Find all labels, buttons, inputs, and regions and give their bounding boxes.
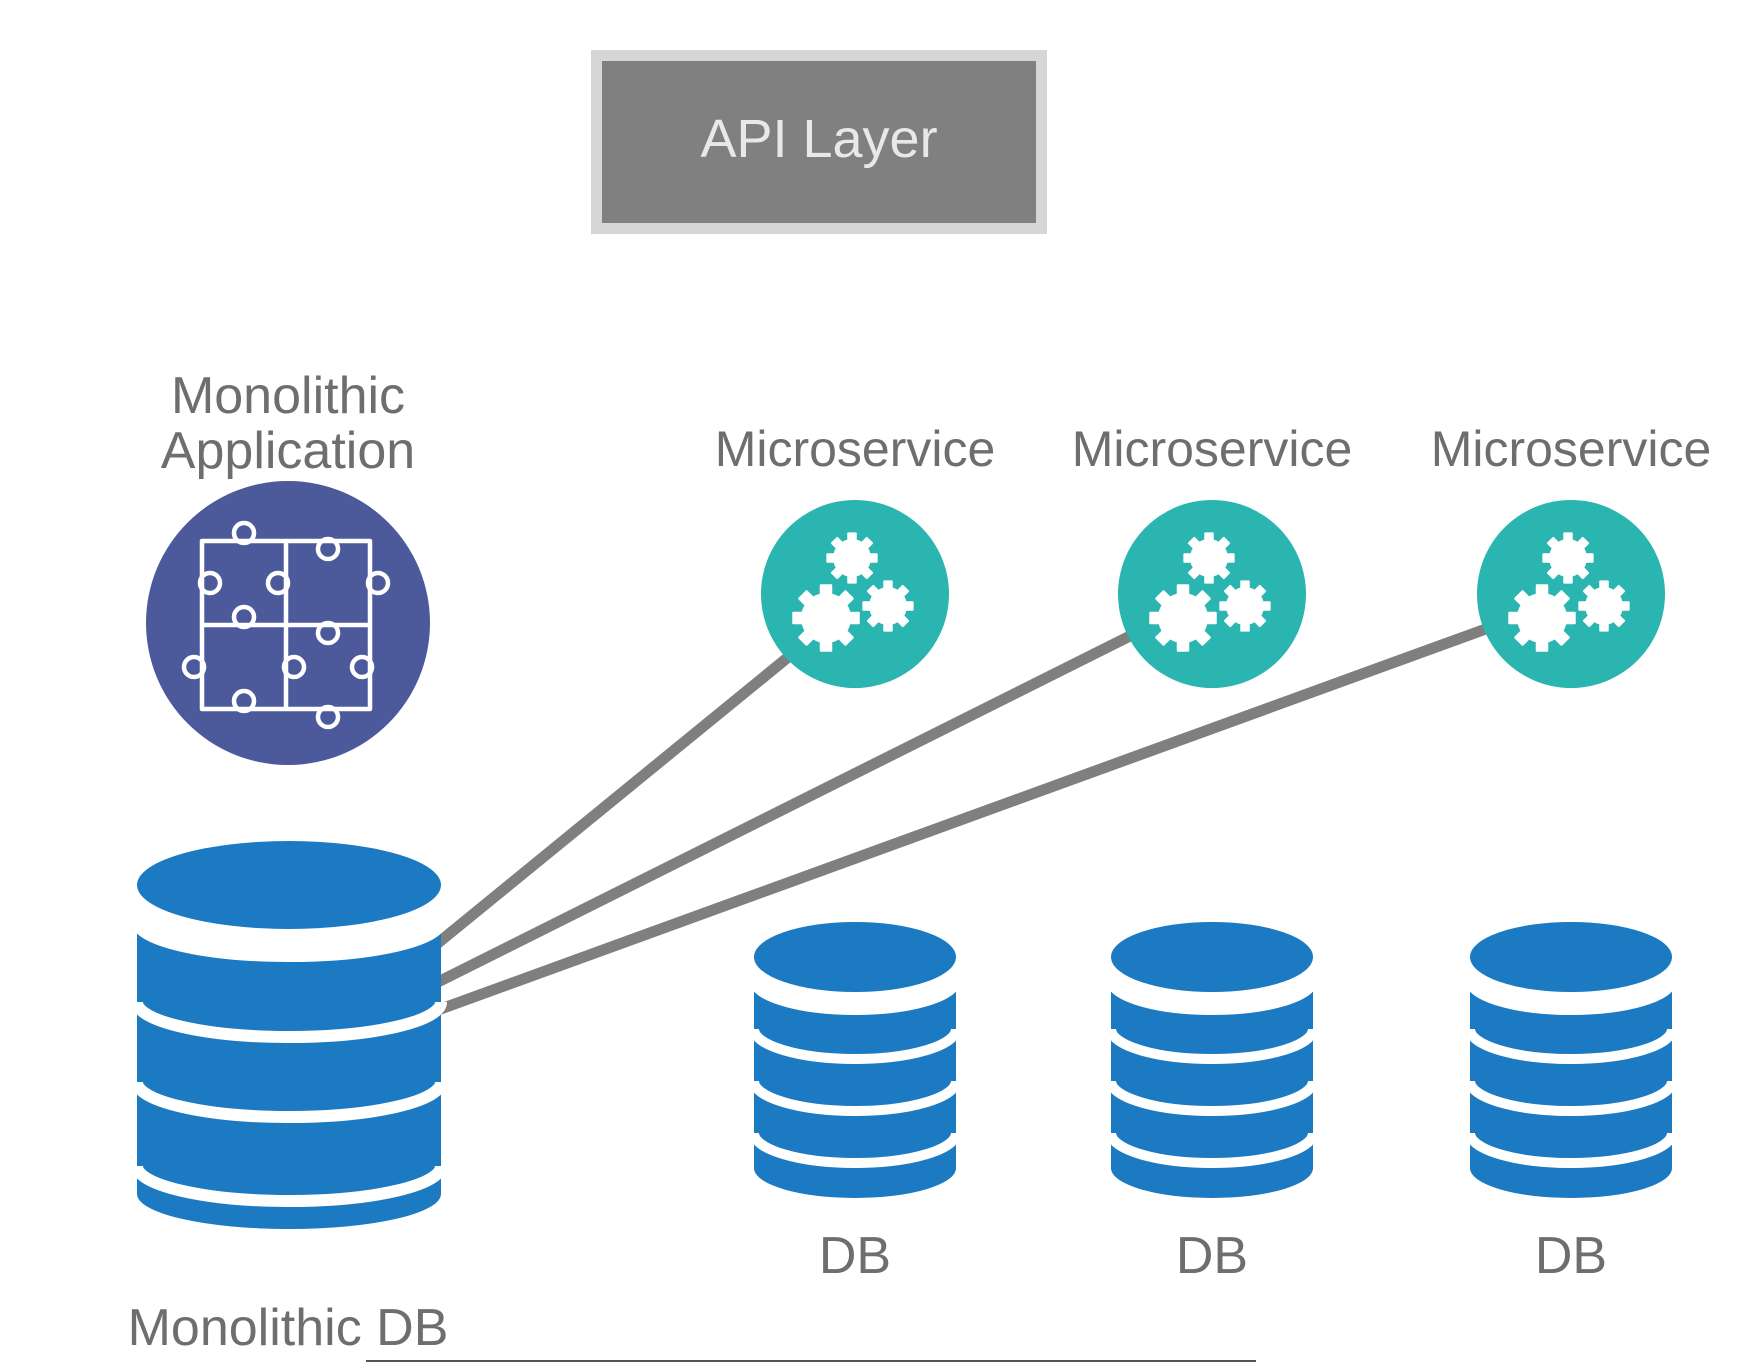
api-layer-label: API Layer (700, 109, 937, 169)
api-layer-box (602, 61, 1036, 223)
microservice-3: Microservice (1431, 421, 1712, 688)
microservice-circle (1477, 500, 1665, 688)
connector-line-2 (432, 628, 1140, 988)
db-label: DB (1176, 1227, 1248, 1285)
monolith-db-label: Monolithic DB (128, 1299, 449, 1357)
db-label: DB (1535, 1227, 1607, 1285)
database-icon (131, 841, 447, 1229)
microservice-label: Microservice (715, 421, 996, 477)
microservice-circle (761, 500, 949, 688)
microservice-2: Microservice (1072, 421, 1353, 688)
microservice-label: Microservice (1431, 421, 1712, 477)
monolith-app-label-line2: Application (161, 422, 415, 480)
database-icon (1465, 922, 1677, 1198)
database-icon (1106, 922, 1318, 1198)
microservice-1: Microservice (715, 421, 996, 688)
microservice-db-3: DB (1465, 922, 1677, 1285)
monolithic-application: Monolithic Application (146, 367, 430, 765)
puzzle-icon (181, 520, 391, 730)
connector-line-3 (432, 620, 1500, 1016)
microservice-circle (1118, 500, 1306, 688)
monolithic-db: Monolithic DB (128, 841, 449, 1357)
microservice-db-2: DB (1106, 922, 1318, 1285)
microservice-db-1: DB (749, 922, 961, 1285)
api-layer: API Layer (591, 50, 1047, 234)
monolith-app-label-line1: Monolithic (171, 367, 405, 425)
connector-line-1 (432, 648, 798, 949)
db-label: DB (819, 1227, 891, 1285)
connectors (432, 620, 1500, 1016)
microservice-label: Microservice (1072, 421, 1353, 477)
database-icon (749, 922, 961, 1198)
